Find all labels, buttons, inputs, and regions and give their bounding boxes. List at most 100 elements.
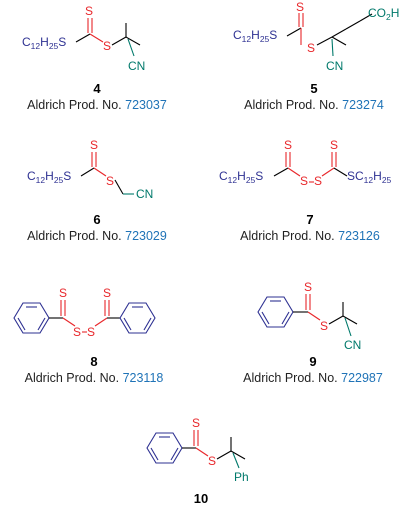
dodecylthio-label: C12H25S bbox=[233, 28, 277, 44]
bond bbox=[62, 317, 76, 327]
nitrile-label: CN bbox=[326, 59, 343, 73]
compound-6-caption: Aldrich Prod. No. 723029 bbox=[27, 229, 167, 243]
caption-prefix: Aldrich Prod. No. bbox=[27, 229, 121, 243]
bond bbox=[195, 447, 209, 457]
compound-number: 4 bbox=[93, 81, 101, 96]
compound-number: 5 bbox=[310, 81, 317, 96]
thioether-sulfur-label: S bbox=[307, 41, 315, 55]
product-number: 723029 bbox=[125, 229, 167, 243]
thiocarbonyl-sulfur-label: S bbox=[85, 4, 93, 18]
thiocarbonyl-sulfur-label: S bbox=[284, 138, 292, 152]
disulfide-sulfur-label: S bbox=[300, 174, 308, 188]
compound-8-caption: Aldrich Prod. No. 723118 bbox=[25, 371, 164, 385]
bond bbox=[287, 167, 301, 177]
dodecylthio-label: C12H25S bbox=[22, 35, 66, 51]
product-number: 722987 bbox=[341, 371, 383, 385]
thioether-sulfur-label: S bbox=[103, 39, 111, 53]
compound-5: C12H25S S S CO2H CN 5 Aldrich Prod. No. … bbox=[233, 0, 399, 112]
bond bbox=[216, 450, 232, 460]
compound-4-structure: C12H25S S S CN bbox=[22, 4, 145, 73]
benzene-ring bbox=[119, 302, 156, 334]
methyl-bond bbox=[125, 36, 141, 46]
compound-7: C12H25S S S S S SC12H25 7 Aldrich Prod. … bbox=[219, 138, 392, 243]
bond bbox=[307, 311, 321, 321]
compound-10: S S Ph 10 bbox=[146, 416, 249, 506]
thiocarbonyl-sulfur-label: S bbox=[296, 0, 304, 14]
compound-number: 6 bbox=[93, 212, 100, 227]
bond bbox=[80, 167, 95, 177]
methyl-bond bbox=[331, 36, 347, 46]
caption-prefix: Aldrich Prod. No. bbox=[243, 371, 337, 385]
nitrile-label: CN bbox=[128, 59, 145, 73]
thioether-sulfur-label: S bbox=[208, 454, 216, 468]
compound-10-structure: S S Ph bbox=[146, 416, 249, 484]
compound-number: 7 bbox=[306, 212, 313, 227]
dodecylthio-label: C12H25S bbox=[27, 169, 71, 185]
nitrile-bond bbox=[331, 38, 334, 57]
aromatic-bond bbox=[123, 317, 132, 331]
chain-bond bbox=[331, 28, 347, 38]
bond bbox=[94, 317, 108, 327]
compound-5-structure: C12H25S S S CO2H CN bbox=[233, 0, 399, 73]
bond bbox=[75, 33, 91, 43]
aromatic-bond bbox=[150, 447, 159, 461]
product-number: 723118 bbox=[123, 371, 164, 385]
compound-number: 10 bbox=[194, 491, 208, 506]
disulfide-sulfur-label: S bbox=[73, 325, 81, 339]
product-number: 723037 bbox=[125, 98, 167, 112]
bond bbox=[89, 33, 104, 43]
thiocarbonyl-sulfur-label: S bbox=[192, 416, 200, 430]
nitrile-label: CN bbox=[136, 187, 153, 201]
thioether-sulfur-label: S bbox=[320, 319, 328, 333]
compound-9: S S CN 9 Aldrich Prod. No. 722987 bbox=[243, 280, 383, 385]
bond bbox=[321, 167, 335, 177]
dodecylthio-label: C12H25S bbox=[219, 169, 263, 185]
caption-prefix: Aldrich Prod. No. bbox=[240, 229, 334, 243]
phenyl-bond bbox=[232, 452, 240, 469]
compound-9-structure: S S CN bbox=[257, 280, 361, 352]
compound-7-structure: C12H25S S S S S SC12H25 bbox=[219, 138, 392, 188]
thiocarbonyl-sulfur-label: S bbox=[330, 138, 338, 152]
aromatic-bond bbox=[170, 447, 179, 461]
bond bbox=[93, 167, 107, 177]
compound-6-structure: C12H25S S S CN bbox=[27, 138, 153, 201]
compound-8-structure: S S S S bbox=[13, 286, 156, 339]
thiocarbonyl-sulfur-label: S bbox=[103, 286, 111, 300]
bond bbox=[286, 27, 302, 37]
compound-7-caption: Aldrich Prod. No. 723126 bbox=[240, 229, 380, 243]
chain-bond bbox=[359, 13, 373, 22]
carboxylic-acid-label: CO2H bbox=[368, 6, 399, 22]
disulfide-sulfur-label: S bbox=[314, 174, 322, 188]
compound-8: S S S S 8 Aldrich Prod. No. 723118 bbox=[13, 286, 164, 385]
aromatic-bond bbox=[17, 317, 26, 331]
aromatic-bond bbox=[143, 317, 152, 331]
compound-4-caption: Aldrich Prod. No. 723037 bbox=[27, 98, 167, 112]
nitrile-bond bbox=[344, 317, 352, 337]
aromatic-bond bbox=[37, 317, 46, 331]
dodecylthio-label: SC12H25 bbox=[347, 169, 392, 185]
compound-5-caption: Aldrich Prod. No. 723274 bbox=[244, 98, 384, 112]
bond bbox=[333, 167, 348, 177]
methyl-bond bbox=[230, 450, 246, 460]
compound-number: 8 bbox=[90, 354, 97, 369]
thioether-sulfur-label: S bbox=[106, 174, 114, 188]
bond bbox=[328, 315, 344, 325]
bond bbox=[114, 179, 124, 195]
methyl-bond bbox=[342, 315, 358, 325]
thiocarbonyl-sulfur-label: S bbox=[59, 286, 67, 300]
phenyl-label: Ph bbox=[234, 470, 249, 484]
bond bbox=[273, 167, 289, 177]
compound-6: C12H25S S S CN 6 Aldrich Prod. No. 72302… bbox=[27, 138, 167, 243]
chain-bond bbox=[345, 20, 361, 30]
thiocarbonyl-sulfur-label: S bbox=[304, 280, 312, 294]
compound-number: 9 bbox=[309, 354, 316, 369]
caption-prefix: Aldrich Prod. No. bbox=[244, 98, 338, 112]
product-number: 723274 bbox=[342, 98, 384, 112]
caption-prefix: Aldrich Prod. No. bbox=[27, 98, 121, 112]
aromatic-bond bbox=[261, 311, 270, 325]
disulfide-sulfur-label: S bbox=[87, 325, 95, 339]
product-number: 723126 bbox=[338, 229, 380, 243]
caption-prefix: Aldrich Prod. No. bbox=[25, 371, 119, 385]
aromatic-bond bbox=[281, 311, 290, 325]
